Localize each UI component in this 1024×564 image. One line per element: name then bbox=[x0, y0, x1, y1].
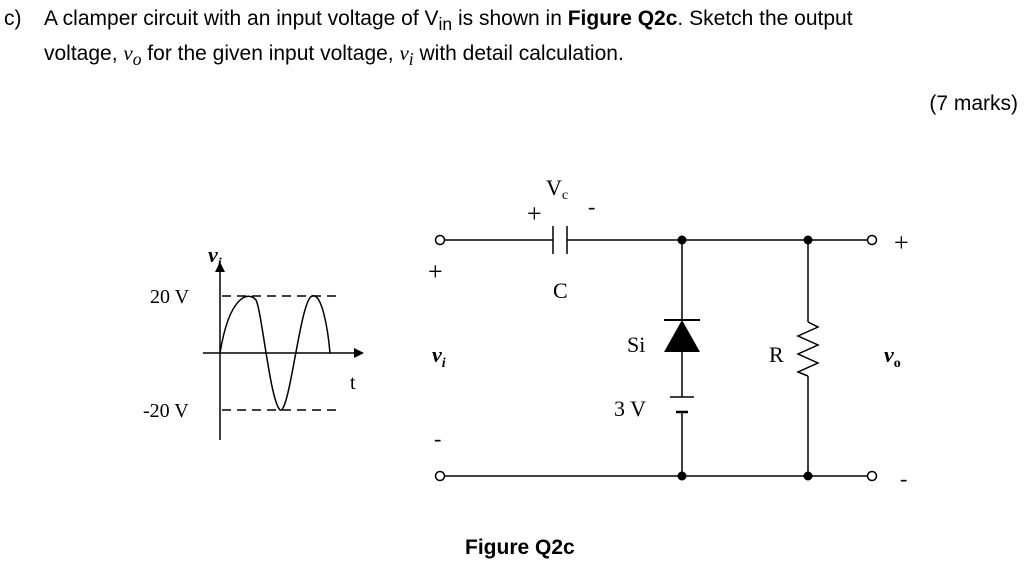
vi-symbol: v bbox=[399, 41, 409, 66]
input-plus: + bbox=[428, 257, 443, 286]
t-axis-label: t bbox=[350, 372, 356, 394]
vo-symbol: v bbox=[123, 41, 133, 66]
vc-label: Vc bbox=[546, 175, 568, 203]
output-minus: - bbox=[900, 466, 907, 491]
input-vi-label: vi bbox=[432, 342, 446, 371]
question-text-part: for the given input voltage, bbox=[141, 42, 400, 66]
question-text-part: A clamper circuit with an input voltage … bbox=[44, 7, 439, 30]
capacitor-label: C bbox=[553, 278, 568, 303]
junction-dot bbox=[677, 235, 687, 245]
junction-dot bbox=[803, 471, 813, 481]
question-line-2: voltage, vo for the given input voltage,… bbox=[44, 39, 853, 74]
junction-dot bbox=[803, 235, 813, 245]
pos-level-label: 20 V bbox=[150, 286, 190, 308]
question-number: c) bbox=[4, 7, 22, 30]
vc-plus: + bbox=[527, 199, 542, 228]
vo-subscript: o bbox=[132, 49, 142, 70]
input-minus: - bbox=[434, 426, 441, 451]
battery-label: 3 V bbox=[614, 396, 646, 421]
vi-subscript: i bbox=[408, 49, 414, 70]
diode-label: Si bbox=[627, 332, 645, 357]
output-terminal-top bbox=[866, 234, 878, 246]
input-waveform bbox=[203, 262, 364, 440]
y-axis-arrow bbox=[215, 262, 225, 272]
output-plus: + bbox=[894, 228, 909, 257]
diode-symbol bbox=[664, 320, 700, 352]
question-text: c) A clamper circuit with an input voltag… bbox=[4, 4, 853, 74]
figure-reference: Figure Q2c bbox=[567, 7, 678, 30]
output-vo-label: vo bbox=[884, 342, 901, 371]
question-text-part: with detail calculation. bbox=[413, 42, 624, 66]
neg-level-label: -20 V bbox=[143, 400, 189, 422]
vin-subscript: in bbox=[438, 14, 453, 35]
resistor-zigzag bbox=[796, 321, 820, 377]
question-line-1: c) A clamper circuit with an input voltag… bbox=[4, 4, 853, 39]
waveform-vi-label: vi bbox=[208, 242, 222, 271]
question-text-part: voltage, bbox=[44, 42, 124, 66]
output-terminal-bottom bbox=[866, 470, 878, 482]
question-text-part: . Sketch the output bbox=[677, 7, 853, 30]
vc-minus: - bbox=[588, 194, 595, 219]
terminals bbox=[434, 234, 878, 482]
sine-wave bbox=[219, 295, 331, 411]
junction-dot bbox=[677, 471, 687, 481]
marks-label: (7 marks) bbox=[929, 92, 1018, 115]
resistor-label: R bbox=[769, 342, 784, 367]
t-axis-arrow bbox=[354, 348, 364, 358]
junction-dots bbox=[677, 235, 813, 481]
circuit-wires bbox=[444, 226, 868, 477]
input-terminal-top bbox=[434, 234, 446, 246]
figure-caption: Figure Q2c bbox=[465, 536, 575, 559]
input-terminal-bottom bbox=[434, 470, 446, 482]
question-text-part: is shown in bbox=[452, 7, 568, 30]
